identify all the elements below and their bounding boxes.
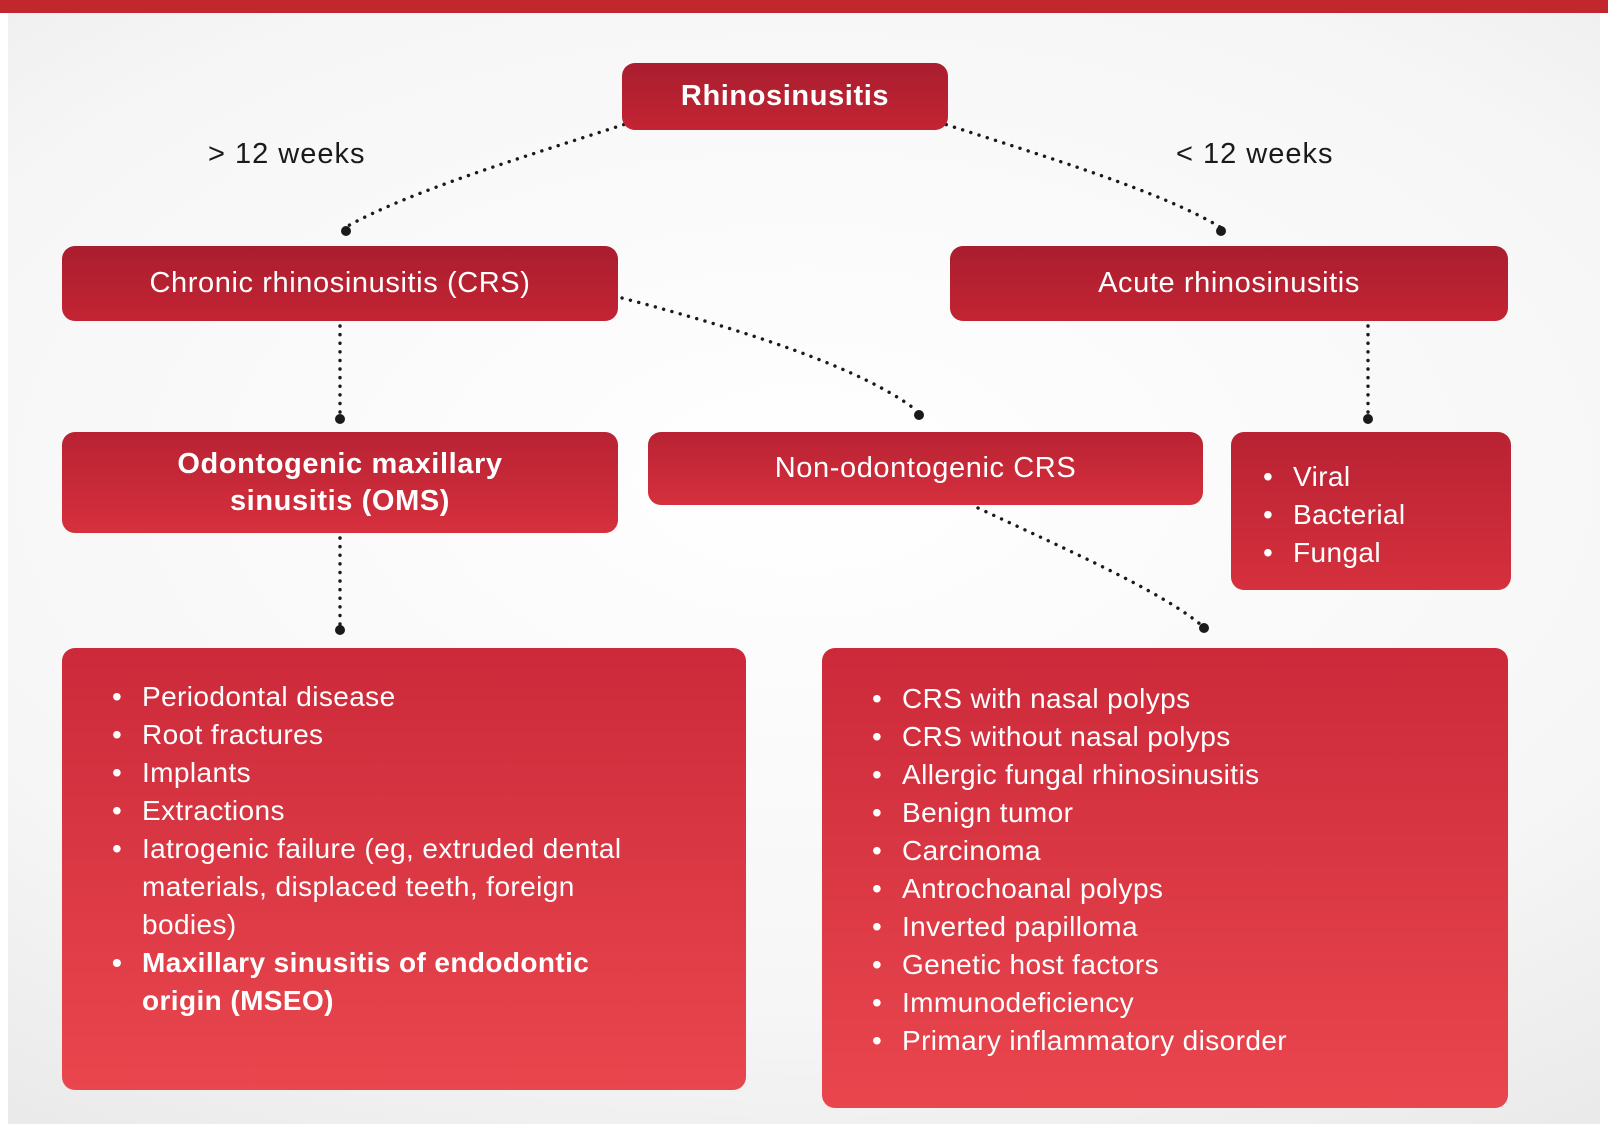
bullet-item: Extractions	[106, 792, 656, 830]
bullet-item: Maxillary sinusitis of endodontic origin…	[106, 944, 656, 1020]
bullet-item: Root fractures	[106, 716, 656, 754]
oms-causes-list: Periodontal diseaseRoot fracturesImplant…	[106, 678, 656, 1020]
bullet-item: Antrochoanal polyps	[866, 870, 1484, 908]
bullet-item: Allergic fungal rhinosinusitis	[866, 756, 1484, 794]
duration-label-chronic: > 12 weeks	[208, 138, 366, 170]
node-chronic-rhinosinusitis: Chronic rhinosinusitis (CRS)	[62, 246, 618, 321]
bullet-item: Immunodeficiency	[866, 984, 1484, 1022]
acute-types-list: ViralBacterialFungal	[1257, 458, 1495, 572]
node-acute-label: Acute rhinosinusitis	[1098, 267, 1360, 299]
bullet-item: Primary inflammatory disorder	[866, 1022, 1484, 1060]
bullet-item: Periodontal disease	[106, 678, 656, 716]
node-non-odontogenic-types: CRS with nasal polypsCRS without nasal p…	[822, 648, 1508, 1108]
node-oms-causes: Periodontal diseaseRoot fracturesImplant…	[62, 648, 746, 1090]
bullet-item: Inverted papilloma	[866, 908, 1484, 946]
non-odontogenic-types-list: CRS with nasal polypsCRS without nasal p…	[866, 680, 1484, 1060]
bullet-item: Fungal	[1257, 534, 1495, 572]
node-acute-types: ViralBacterialFungal	[1231, 432, 1511, 590]
bullet-item: Viral	[1257, 458, 1495, 496]
node-odontogenic-maxillary-sinusitis: Odontogenic maxillary sinusitis (OMS)	[62, 432, 618, 533]
node-acute-rhinosinusitis: Acute rhinosinusitis	[950, 246, 1508, 321]
node-chronic-label: Chronic rhinosinusitis (CRS)	[149, 267, 531, 299]
bullet-item: Bacterial	[1257, 496, 1495, 534]
duration-label-acute: < 12 weeks	[1176, 138, 1334, 170]
bullet-item: Implants	[106, 754, 656, 792]
node-non-odontogenic-crs: Non-odontogenic CRS	[648, 432, 1203, 505]
bullet-item: CRS without nasal polyps	[866, 718, 1484, 756]
node-oms-label: Odontogenic maxillary sinusitis (OMS)	[177, 447, 503, 517]
bullet-item: Benign tumor	[866, 794, 1484, 832]
node-nonodontogenic-label: Non-odontogenic CRS	[774, 452, 1077, 484]
bullet-item: Carcinoma	[866, 832, 1484, 870]
top-accent-bar	[0, 0, 1608, 13]
bullet-item: Iatrogenic failure (eg, extruded dental …	[106, 830, 656, 944]
bullet-item: Genetic host factors	[866, 946, 1484, 984]
node-rhinosinusitis-label: Rhinosinusitis	[680, 80, 890, 112]
bullet-item: CRS with nasal polyps	[866, 680, 1484, 718]
node-rhinosinusitis: Rhinosinusitis	[622, 63, 948, 130]
